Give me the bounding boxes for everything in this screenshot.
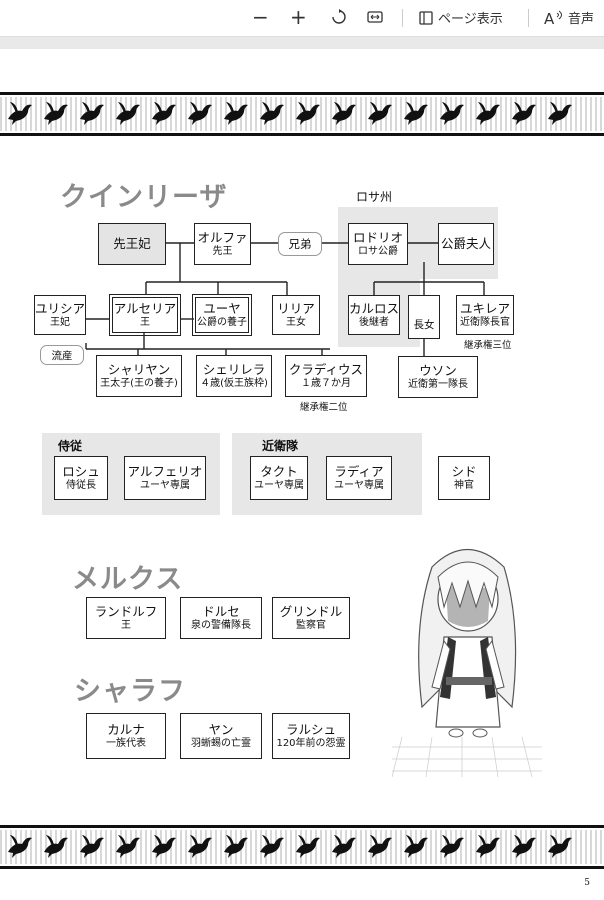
person-dorse: ドルセ泉の警備隊長 (180, 597, 262, 639)
bird-ornament-icon (152, 102, 176, 125)
person-arseria: アルセリア王 (109, 294, 181, 336)
bird-ornament-icon (512, 835, 536, 858)
group-label-jiju: 侍従 (58, 439, 83, 453)
fit-width-icon (367, 11, 383, 23)
person-shido: シド神官 (438, 456, 490, 500)
read-aloud-button[interactable]: A 音声 (544, 8, 595, 28)
page-number: 5 (584, 878, 590, 888)
person-senouhi: 先王妃 (98, 223, 166, 265)
page-gap (0, 37, 604, 49)
bird-ornament-icon (368, 102, 392, 125)
person-yan: ヤン羽蜥蜴の亡霊 (180, 713, 262, 759)
bird-ornament-icon (512, 102, 536, 125)
bird-ornament-icon (260, 835, 284, 858)
person-shariyan: シャリヤン王太子(王の養子) (96, 355, 182, 397)
decorative-border-top (0, 92, 604, 136)
bird-ornament-icon (332, 835, 356, 858)
page-view-button[interactable]: ページ表示 (418, 8, 503, 27)
bird-ornament-icon (224, 835, 248, 858)
bird-ornament-icon (332, 102, 356, 125)
bird-ornament-icon (8, 102, 32, 125)
bird-pattern (0, 832, 574, 860)
bird-ornament-icon (44, 835, 68, 858)
bird-ornament-icon (44, 102, 68, 125)
section-title-quinriza: クインリーザ (60, 182, 228, 213)
bird-ornament-icon (548, 835, 572, 858)
bird-ornament-icon (368, 835, 392, 858)
person-karuna: カルナ一族代表 (86, 713, 166, 759)
rotate-button[interactable] (330, 8, 348, 26)
note-keishou2: 継承権二位 (300, 402, 348, 413)
group-label-rosa: ロサ州 (356, 190, 393, 204)
bird-ornament-icon (404, 102, 428, 125)
bird-pattern (0, 99, 574, 127)
person-randolf: ランドルフ王 (86, 597, 166, 639)
svg-text:A: A (544, 10, 555, 26)
page-view-icon (419, 10, 433, 25)
bird-ornament-icon (80, 102, 104, 125)
toolbar-divider (528, 9, 529, 27)
page-view-label: ページ表示 (438, 12, 503, 27)
rotate-icon (332, 9, 346, 24)
document-page: クインリーザ メルクス シャラフ ロサ州 侍従 近衛隊 (0, 49, 604, 900)
toolbar-divider (402, 9, 403, 27)
bird-ornament-icon (404, 835, 428, 858)
section-title-melkus: メルクス (72, 564, 184, 595)
person-yurishia: ユリシア王妃 (34, 295, 86, 335)
person-choujo: 長女 (408, 295, 440, 339)
note-keishou3: 継承権三位 (464, 340, 512, 351)
bird-ornament-icon (296, 102, 320, 125)
bird-ornament-icon (440, 102, 464, 125)
bird-ornament-icon (8, 835, 32, 858)
person-takuto: タクトユーヤ専属 (250, 456, 308, 500)
person-karuros: カルロス後継者 (348, 295, 400, 335)
chibi-character-illustration (392, 548, 542, 777)
fit-width-button[interactable] (366, 8, 384, 26)
bird-ornament-icon (296, 835, 320, 858)
zoom-out-button[interactable]: − (252, 5, 269, 29)
bird-ornament-icon (260, 102, 284, 125)
person-riria: リリア王女 (272, 295, 320, 335)
person-alferio: アルフェリオユーヤ専属 (124, 456, 206, 500)
label-ryuuzan: 流産 (40, 345, 84, 365)
decorative-border-bottom (0, 825, 604, 869)
bird-ornament-icon (116, 102, 140, 125)
bird-ornament-icon (188, 102, 212, 125)
family-tree-connectors (85, 242, 485, 356)
group-label-konoe: 近衛隊 (262, 439, 299, 453)
person-rodorio: ロドリオロサ公爵 (348, 223, 408, 265)
person-yuya: ユーヤ公爵の養子 (192, 294, 252, 336)
person-yukirea: ユキレア近衛隊長官 (456, 295, 514, 335)
person-grindle: グリンドル監察官 (272, 597, 350, 639)
person-olfa: オルファ先王 (194, 223, 251, 265)
bird-ornament-icon (476, 102, 500, 125)
read-aloud-label: 音声 (568, 12, 595, 27)
bird-ornament-icon (188, 835, 212, 858)
bird-ornament-icon (116, 835, 140, 858)
zoom-in-button[interactable]: + (290, 5, 307, 29)
person-uson: ウソン近衛第一隊長 (398, 356, 478, 398)
person-koushaku-fujin: 公爵夫人 (438, 223, 494, 265)
person-roshu: ロシュ侍従長 (54, 456, 108, 500)
bird-ornament-icon (224, 102, 248, 125)
bird-ornament-icon (80, 835, 104, 858)
bird-ornament-icon (152, 835, 176, 858)
person-radia: ラディアユーヤ専属 (326, 456, 392, 500)
section-title-sharaf: シャラフ (74, 676, 186, 707)
read-aloud-icon: A (544, 10, 562, 26)
bird-ornament-icon (440, 835, 464, 858)
reader-toolbar: − + ページ表示 A 音声 (0, 0, 604, 37)
bird-ornament-icon (476, 835, 500, 858)
label-kyoudai: 兄弟 (278, 232, 322, 256)
bird-ornament-icon (548, 102, 572, 125)
